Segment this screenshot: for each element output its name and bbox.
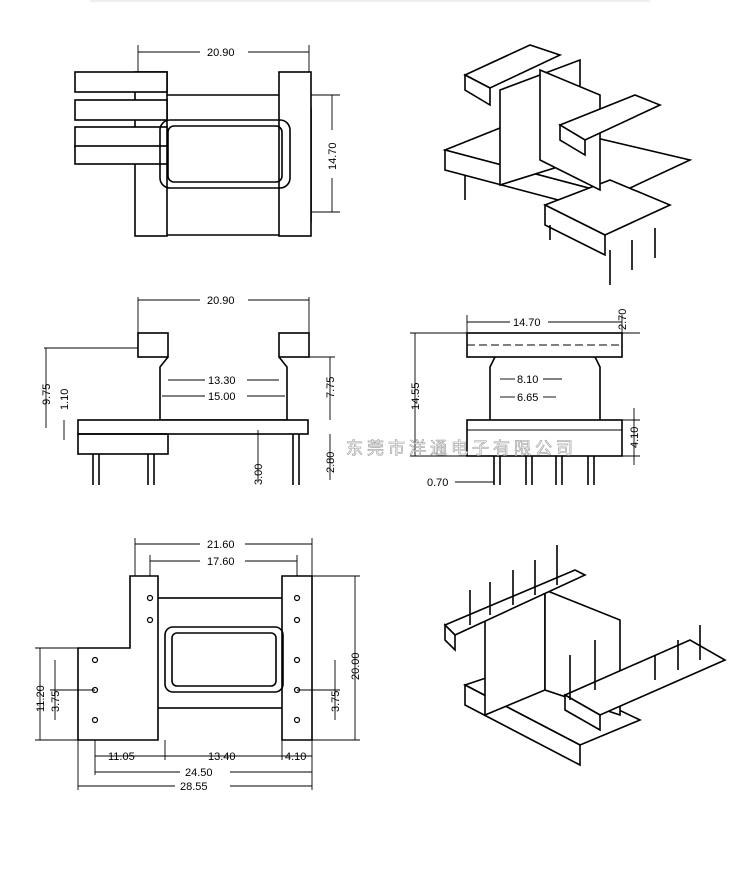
dim-end-core-a: 8.10 — [517, 374, 538, 386]
dim-bottom-center: 13.40 — [208, 751, 236, 763]
dim-bottom-edge: 4.10 — [285, 751, 306, 763]
dim-side-pin-b: 2.80 — [325, 452, 337, 473]
dim-top-width: 20.90 — [207, 47, 235, 59]
dim-end-pin-dia: 0.70 — [427, 477, 448, 489]
dim-end-core-b: 6.65 — [517, 392, 538, 404]
dim-side-total-height: 9.75 — [41, 384, 53, 405]
bottom-view — [35, 538, 360, 790]
watermark: 东莞市洋通电子有限公司 — [346, 439, 577, 459]
dim-side-outer: 15.00 — [208, 391, 236, 403]
dim-top-height: 14.70 — [327, 142, 339, 170]
top-view — [74, 45, 340, 237]
dim-side-window: 7.75 — [325, 377, 337, 398]
dim-bottom-total-a: 24.50 — [185, 767, 213, 779]
side-view — [44, 297, 335, 485]
dim-side-pin-a: 3.00 — [253, 464, 265, 485]
dim-side-inner: 13.30 — [208, 375, 236, 387]
dim-side-flange: 1.10 — [59, 389, 71, 410]
dim-bottom-pitch-right: 3.75 — [330, 691, 342, 712]
dim-end-height: 14.55 — [410, 382, 422, 410]
dim-bottom-height: 20.00 — [350, 652, 362, 680]
dim-end-width: 14.70 — [513, 317, 541, 329]
dim-side-width: 20.90 — [207, 295, 235, 307]
dim-bottom-offset: 11.05 — [108, 751, 135, 763]
dim-bottom-width-a: 21.60 — [207, 539, 235, 551]
isometric-view-top — [442, 44, 693, 285]
top-divider — [90, 0, 650, 2]
dim-bottom-width-b: 17.60 — [207, 556, 235, 568]
dim-bottom-pitch-left: 3.75 — [50, 691, 62, 712]
dim-bottom-total-b: 28.55 — [180, 781, 208, 793]
dim-end-flange: 2.70 — [617, 309, 629, 330]
dim-end-base: 4.10 — [629, 427, 641, 448]
end-view — [410, 315, 640, 485]
dim-bottom-pin-span: 11.20 — [35, 685, 47, 712]
isometric-view-bottom — [443, 545, 727, 767]
